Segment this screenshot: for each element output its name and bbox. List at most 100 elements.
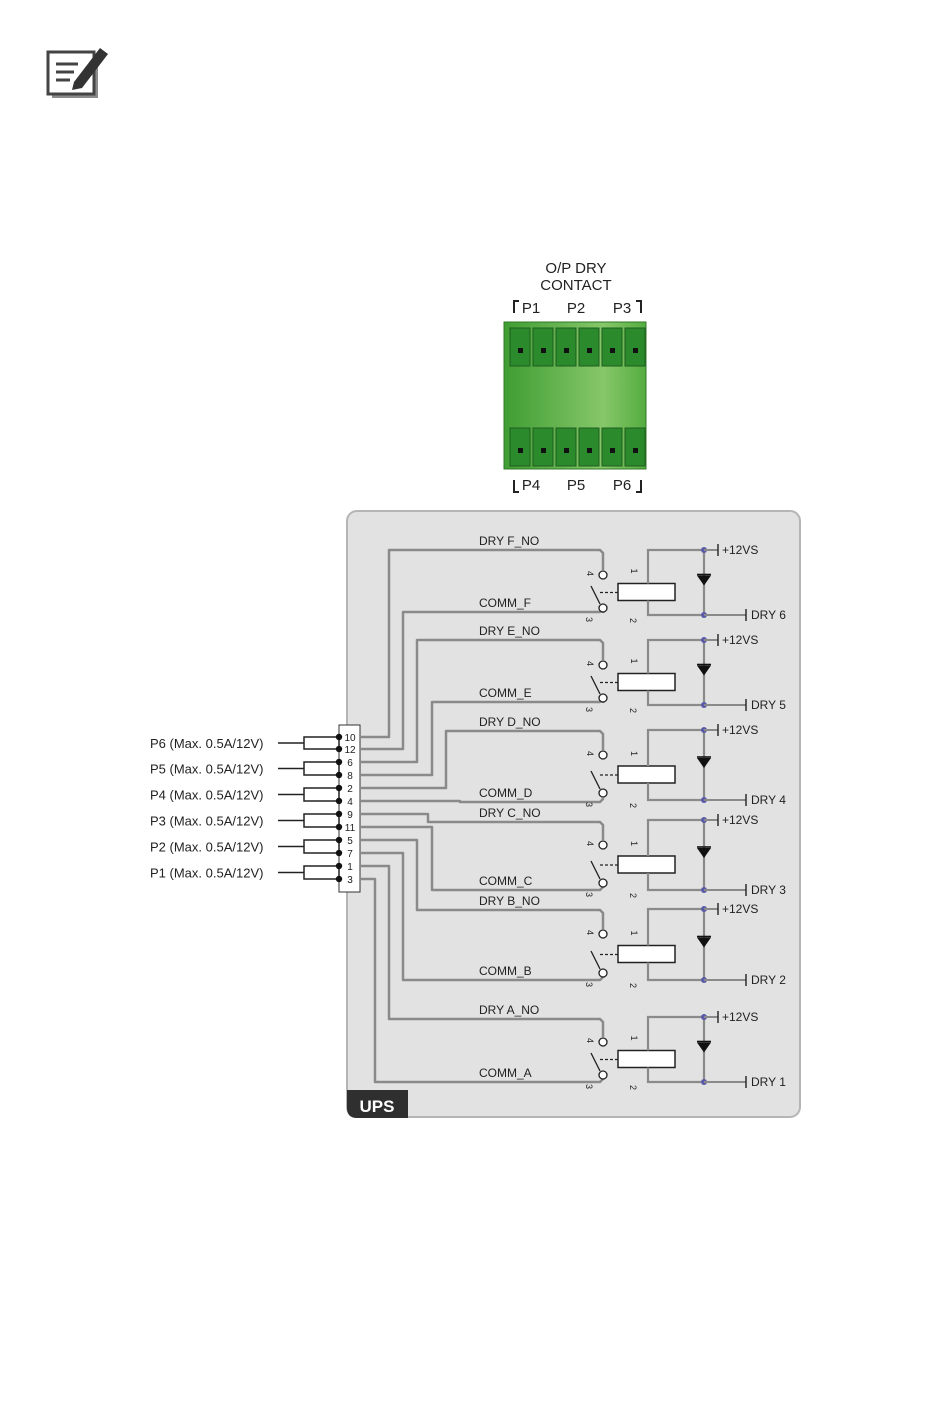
- diode-icon: [697, 848, 711, 858]
- terminal-pins-top: [509, 327, 646, 367]
- dry-label-dry-6: DRY 6: [751, 608, 786, 622]
- terminal-pins-bottom: [509, 427, 646, 467]
- relay-coil: [617, 1049, 676, 1069]
- pin-dot: [335, 771, 343, 779]
- pin-num-4: 4: [585, 930, 595, 935]
- diode-icon: [697, 665, 711, 676]
- bracket-bottom-right: [636, 480, 642, 493]
- diode-icon: [697, 937, 711, 948]
- pin-num-2: 2: [628, 1085, 638, 1090]
- pin-num-1: 1: [629, 659, 639, 664]
- pin-dot: [335, 849, 343, 857]
- supply-label: +12VS: [722, 1010, 758, 1024]
- connector-label-p1: P1: [522, 300, 540, 317]
- wire-no-dry-1: [360, 864, 605, 1037]
- pin-number: 1: [347, 862, 353, 873]
- supply-label: +12VS: [722, 633, 758, 647]
- dry-label-dry-4: DRY 4: [751, 793, 786, 807]
- diode-icon: [697, 758, 711, 768]
- port-jumper: [303, 736, 340, 750]
- bracket-bottom-left: [513, 480, 519, 493]
- switch-arm: [590, 950, 601, 970]
- terminal-pin: [601, 427, 623, 467]
- contact-no: [598, 1037, 608, 1047]
- terminal-pin: [578, 427, 600, 467]
- no-label-dry-5: DRY E_NO: [479, 624, 540, 638]
- contact-comm: [598, 603, 608, 613]
- pin-num-1: 1: [629, 931, 639, 936]
- terminal-pin: [509, 327, 531, 367]
- port-label-3: P3 (Max. 0.5A/12V): [150, 814, 263, 829]
- pin-num-3: 3: [584, 982, 594, 987]
- pin-num-3: 3: [584, 617, 594, 622]
- pin-dot: [335, 733, 343, 741]
- comm-label-dry-3: COMM_C: [479, 874, 533, 888]
- connector-label-p2: P2: [567, 300, 585, 317]
- port-label-4: P4 (Max. 0.5A/12V): [150, 788, 263, 803]
- terminal-pin-hole: [610, 448, 615, 453]
- terminal-pin: [509, 427, 531, 467]
- switch-arm: [590, 1052, 601, 1072]
- pin-number: 11: [345, 823, 356, 834]
- comm-label-dry-4: COMM_D: [479, 786, 533, 800]
- relay-coil: [617, 582, 676, 602]
- no-label-dry-1: DRY A_NO: [479, 1003, 539, 1017]
- contact-no: [598, 929, 608, 939]
- supply-label: +12VS: [722, 813, 758, 827]
- pin-dot: [335, 823, 343, 831]
- pin-num-2: 2: [628, 803, 638, 808]
- terminal-pin-hole: [518, 448, 523, 453]
- ups-badge: [347, 1090, 408, 1118]
- contact-comm: [598, 878, 608, 888]
- pin-number: 6: [347, 758, 353, 769]
- pin-num-2: 2: [628, 618, 638, 623]
- note-pencil-icon: [46, 48, 108, 98]
- port-jumper: [303, 761, 340, 776]
- pin-num-2: 2: [628, 983, 638, 988]
- comm-label-dry-1: COMM_A: [479, 1066, 532, 1080]
- pin-number: 5: [347, 836, 353, 847]
- switch-arm: [590, 860, 601, 880]
- diode-icon: [697, 1042, 711, 1053]
- no-label-dry-6: DRY F_NO: [479, 534, 539, 548]
- diode-icon: [697, 575, 711, 586]
- pin-number: 3: [347, 875, 353, 886]
- pin-dot: [335, 836, 343, 844]
- port-label-5: P5 (Max. 0.5A/12V): [150, 762, 263, 777]
- connector-label-p6: P6: [613, 477, 631, 494]
- wire-no-dry-2: [360, 838, 605, 929]
- pin-dot: [335, 875, 343, 883]
- terminal-pin-hole: [610, 348, 615, 353]
- pin-num-2: 2: [628, 708, 638, 713]
- relay-coil: [617, 944, 676, 964]
- bracket-top-left: [513, 300, 519, 313]
- contact-no: [598, 570, 608, 580]
- pin-num-2: 2: [628, 893, 638, 898]
- terminal-pin: [555, 327, 577, 367]
- connector-label-p5: P5: [567, 477, 585, 494]
- switch-arm: [590, 585, 601, 605]
- pin-num-1: 1: [629, 569, 639, 574]
- connector-title-line2: CONTACT: [540, 277, 611, 294]
- contact-comm: [598, 968, 608, 978]
- terminal-pin: [624, 427, 646, 467]
- pin-num-3: 3: [584, 802, 594, 807]
- wire-no-dry-6: [360, 548, 605, 739]
- no-label-dry-2: DRY B_NO: [479, 894, 540, 908]
- connector-title-line1: O/P DRY: [545, 260, 606, 277]
- supply-label: +12VS: [722, 723, 758, 737]
- relay-coil: [617, 765, 676, 784]
- port-jumper: [303, 865, 340, 880]
- terminal-pin-hole: [518, 348, 523, 353]
- ups-label: UPS: [360, 1097, 395, 1116]
- terminal-block: [503, 321, 647, 470]
- port-jumper: [303, 813, 340, 828]
- pin-dot: [335, 862, 343, 870]
- pin-number: 4: [347, 797, 353, 808]
- switch-arm: [590, 770, 601, 790]
- terminal-pin-hole: [633, 348, 638, 353]
- pin-dot: [335, 810, 343, 818]
